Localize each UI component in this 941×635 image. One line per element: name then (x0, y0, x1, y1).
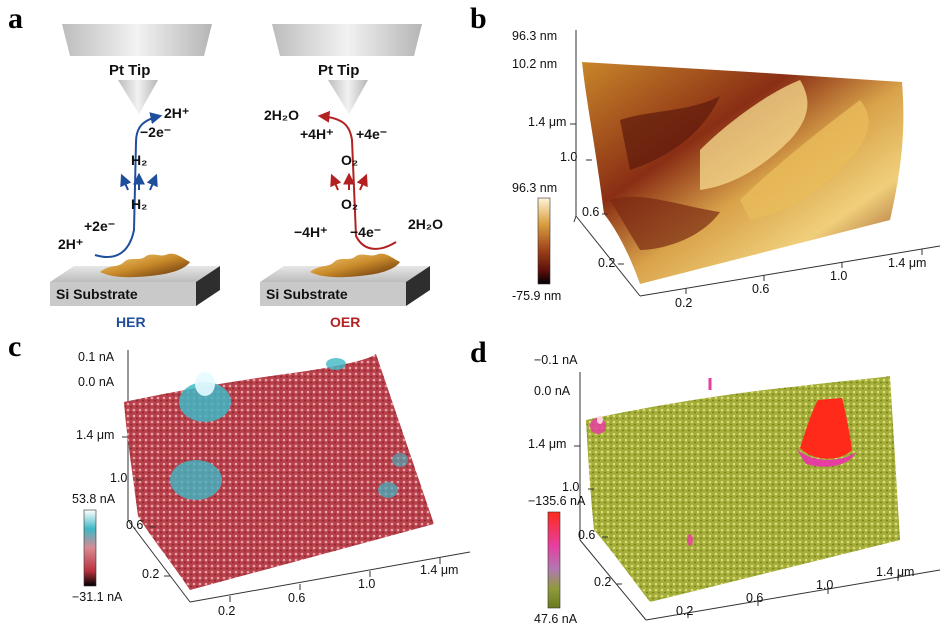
oer-label: OER (330, 314, 361, 330)
panel-b-colorbar-max: 96.3 nm (512, 181, 558, 195)
oer-plus-4e: +4e⁻ (356, 126, 388, 142)
her-minus-2e: −2e⁻ (140, 124, 172, 140)
left-catalyst-flake (100, 253, 190, 278)
panel-c-x-tick-2: 1.0 (358, 577, 376, 591)
panel-b-x-tick-3: 1.4 μm (888, 256, 927, 270)
panel-d-x-tick-2: 1.0 (816, 578, 834, 592)
panel-b-y-tick-2: 0.6 (582, 205, 600, 219)
panel-c-x-tick-3: 1.4 μm (420, 563, 459, 577)
panel-d-colorbar-min: 47.6 nA (534, 612, 578, 626)
oer-o2-lower: O₂ (341, 196, 359, 212)
panel-b-x-tick-2: 1.0 (830, 269, 848, 283)
panel-c-z-mid: 0.0 nA (78, 375, 115, 389)
oer-minus-4e: −4e⁻ (350, 224, 382, 240)
panel-b-z-top: 96.3 nm (512, 29, 558, 43)
panel-b-x-tick-1: 0.6 (752, 282, 770, 296)
panel-c-y-tick-3: 0.2 (142, 567, 160, 581)
panel-d-letter: d (470, 336, 487, 369)
panel-c-letter: c (8, 330, 22, 363)
panel-d-colorbar-max: −135.6 nA (528, 494, 586, 508)
oer-reaction-arrows (317, 110, 397, 250)
panel-d-x-tick-1: 0.6 (746, 591, 764, 605)
right-pt-tip (272, 24, 422, 114)
panel-c-x-tick-0: 0.2 (218, 604, 236, 618)
panel-c-y-tick-0: 1.4 μm (76, 428, 115, 442)
panel-c-colorbar-max: 53.8 nA (72, 492, 116, 506)
her-2h-top: 2H⁺ (164, 105, 190, 121)
panel-d-y-tick-1: 1.0 (562, 480, 580, 494)
oer-o2-upper: O₂ (341, 152, 359, 168)
panel-a-schematic (50, 24, 430, 306)
panel-b-y-tick-3: 0.2 (598, 256, 616, 270)
panel-c-y-tick-2: 0.6 (126, 518, 144, 532)
panel-c-z-top: 0.1 nA (78, 350, 115, 364)
right-tip-label: Pt Tip (318, 62, 360, 79)
panel-b-x-tick-0: 0.2 (675, 296, 693, 310)
right-substrate-label: Si Substrate (266, 286, 348, 302)
panel-b-y-tick-1: 1.0 (560, 150, 578, 164)
panel-a-letter: a (8, 2, 23, 35)
panel-b-y-tick-0: 1.4 μm (528, 115, 567, 129)
panel-c-y-tick-1: 1.0 (110, 471, 128, 485)
oer-plus-4h: +4H⁺ (300, 126, 334, 142)
her-h2-lower: H₂ (131, 196, 148, 212)
panel-c-colorbar-min: −31.1 nA (72, 590, 123, 604)
her-2h-bottom: 2H⁺ (58, 236, 84, 252)
panel-d-z-top: −0.1 nA (534, 353, 578, 367)
panel-b-letter: b (470, 2, 487, 35)
her-reaction-arrows (94, 112, 163, 258)
panel-d-z-mid: 0.0 nA (534, 384, 571, 398)
left-substrate-label: Si Substrate (56, 286, 138, 302)
left-pt-tip (62, 24, 212, 114)
panel-d-y-tick-2: 0.6 (578, 528, 596, 542)
her-label: HER (116, 314, 146, 330)
panel-b-z-mid: 10.2 nm (512, 57, 558, 71)
right-catalyst-flake (310, 253, 400, 278)
panel-d-x-tick-0: 0.2 (676, 604, 694, 618)
panel-b-colorbar-min: -75.9 nm (512, 289, 562, 303)
panel-d-y-tick-3: 0.2 (594, 575, 612, 589)
panel-d-y-tick-0: 1.4 μm (528, 437, 567, 451)
her-plus-2e: +2e⁻ (84, 218, 116, 234)
left-tip-label: Pt Tip (109, 62, 151, 79)
panel-d-x-tick-3: 1.4 μm (876, 565, 915, 579)
her-h2-upper: H₂ (131, 152, 148, 168)
oer-2h2o-top: 2H₂O (264, 107, 300, 123)
oer-minus-4h: −4H⁺ (294, 224, 328, 240)
oer-2h2o-bottom: 2H₂O (408, 216, 444, 232)
panel-c-x-tick-1: 0.6 (288, 591, 306, 605)
